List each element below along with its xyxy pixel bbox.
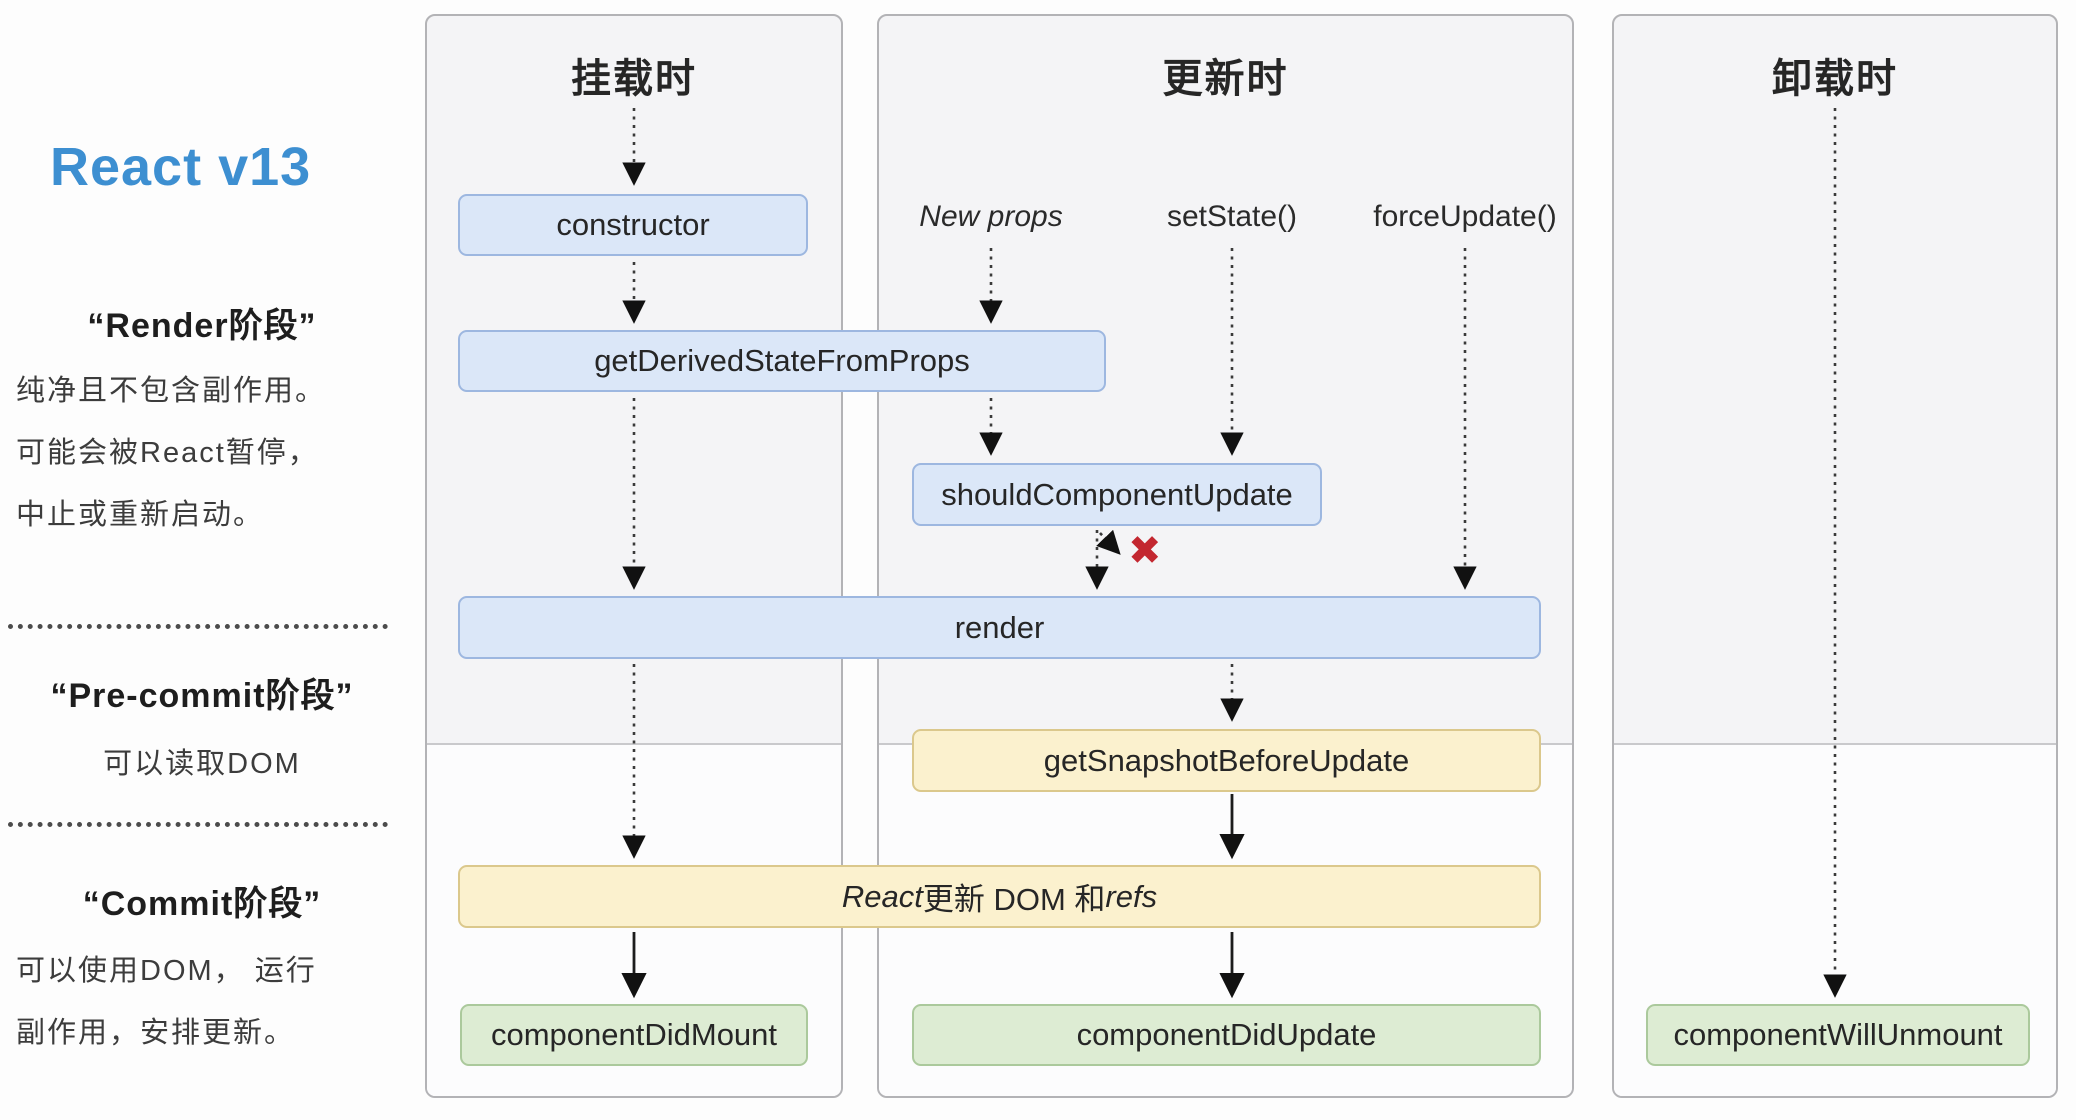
unmount-column-header: 卸载时 (1772, 57, 1898, 101)
render-phase-line: 纯净且不包含副作用。 (16, 375, 327, 407)
box-get-snapshot-before-update: getSnapshotBeforeUpdate (912, 729, 1541, 792)
phase-divider (8, 822, 388, 827)
box-constructor: constructor (458, 194, 808, 256)
trigger-set-state: setState() (1166, 200, 1298, 233)
arrow-scu-false-branch (1096, 529, 1121, 555)
react-updates-middle: 更新 DOM 和 (922, 882, 1106, 917)
mount-column-header: 挂载时 (571, 57, 697, 101)
precommit-phase-title: “Pre-commit阶段” (50, 677, 354, 715)
render-phase-line: 可能会被React暂停， (16, 437, 319, 469)
react-version-title: React v13 (50, 137, 312, 197)
commit-phase-line: 可以使用DOM， 运行 (16, 955, 317, 987)
update-column-header: 更新时 (1162, 57, 1289, 101)
commit-phase-line: 副作用，安排更新。 (16, 1017, 296, 1049)
trigger-new-props: New props (919, 200, 1063, 233)
react-updates-suffix: refs (1105, 878, 1158, 914)
precommit-phase-line: 可以读取DOM (103, 748, 301, 780)
phase-divider (8, 624, 388, 629)
box-component-will-unmount: componentWillUnmount (1646, 1004, 2030, 1066)
render-phase-title: “Render阶段” (87, 307, 317, 345)
render-phase-line: 中止或重新启动。 (16, 499, 265, 531)
box-component-did-update: componentDidUpdate (912, 1004, 1541, 1066)
commit-phase-description: 可以使用DOM， 运行 副作用，安排更新。 (16, 940, 398, 1064)
render-phase-description: 纯净且不包含副作用。 可能会被React暂停， 中止或重新启动。 (16, 360, 398, 546)
react-updates-prefix: React (841, 878, 923, 914)
skip-update-x-icon: ✖ (1128, 529, 1162, 573)
box-component-did-mount: componentDidMount (460, 1004, 808, 1066)
box-render: render (458, 596, 1541, 659)
box-should-component-update: shouldComponentUpdate (912, 463, 1322, 526)
trigger-force-update: forceUpdate() (1373, 200, 1557, 233)
commit-phase-title: “Commit阶段” (82, 885, 322, 923)
box-get-derived-state-from-props: getDerivedStateFromProps (458, 330, 1106, 392)
